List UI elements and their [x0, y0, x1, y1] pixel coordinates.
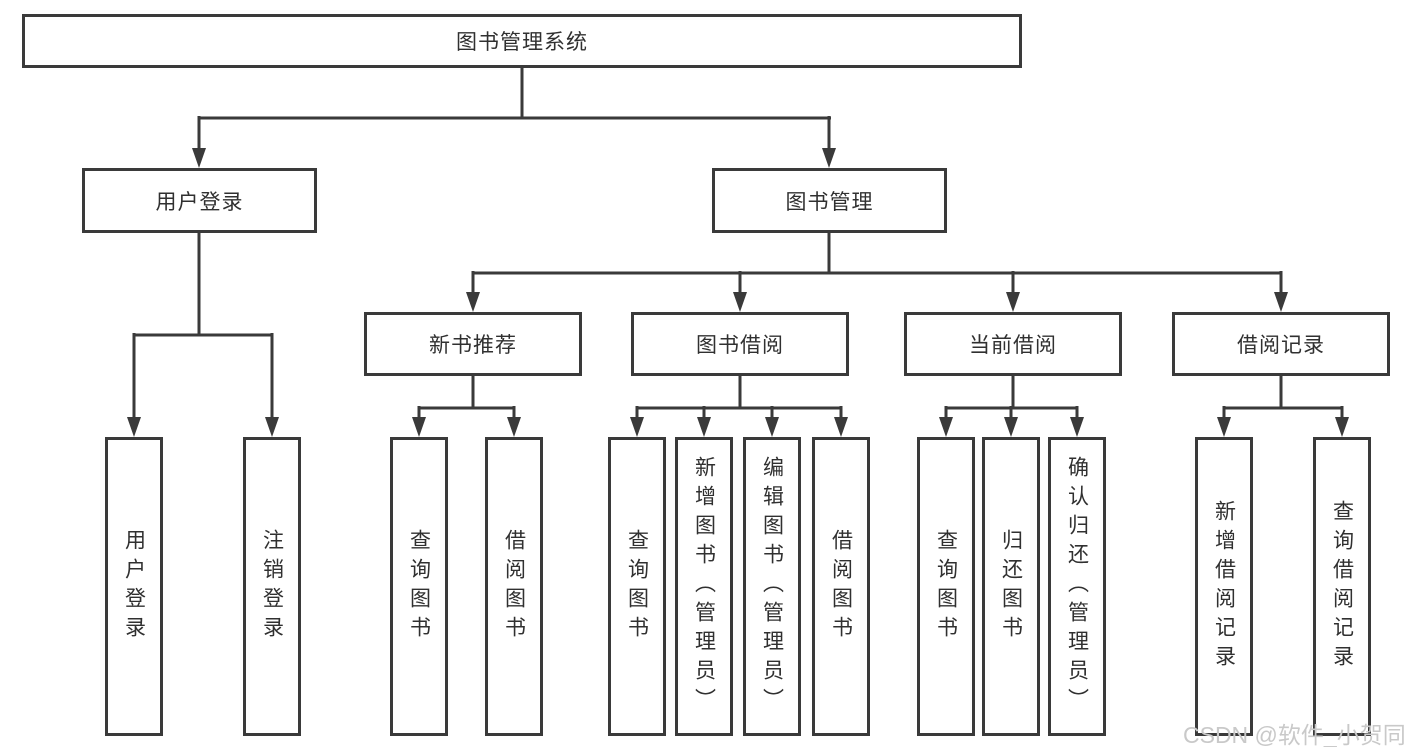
connector-current-borrowing-to-leaves: [939, 374, 1084, 437]
watermark: CSDN @软件_小贺同学: [1183, 722, 1405, 747]
leaf-borrow-books-borrowing: 借阅图书: [812, 437, 870, 736]
connector-root-to-level2: [192, 68, 836, 168]
node-user-login: 用户登录: [82, 168, 317, 233]
node-label: 图书借阅: [696, 334, 784, 357]
connector-borrowing-records-to-leaves: [1217, 374, 1349, 437]
leaf-label: 注销登录: [260, 528, 284, 645]
leaf-label: 新增图书（管理员）: [692, 456, 716, 717]
leaf-label: 新增借阅记录: [1212, 499, 1236, 674]
leaf-label: 借阅图书: [829, 528, 853, 645]
leaf-label: 查询借阅记录: [1330, 499, 1354, 674]
leaf-label: 归还图书: [999, 528, 1023, 645]
leaf-search-books-recommend: 查询图书: [390, 437, 448, 736]
leaf-logout: 注销登录: [243, 437, 301, 736]
leaf-label: 编辑图书（管理员）: [760, 456, 784, 717]
node-label: 当前借阅: [969, 334, 1057, 357]
leaf-label: 用户登录: [122, 528, 146, 645]
connector-user-login-to-leaves: [127, 231, 279, 437]
leaf-label: 查询图书: [934, 528, 958, 645]
node-label: 图书管理系统: [456, 31, 588, 54]
leaf-label: 确认归还（管理员）: [1065, 456, 1089, 717]
leaf-label: 借阅图书: [502, 528, 526, 645]
leaf-edit-books-admin: 编辑图书（管理员）: [743, 437, 801, 736]
leaf-search-borrow-record: 查询借阅记录: [1313, 437, 1371, 736]
node-book-borrowing: 图书借阅: [631, 312, 849, 376]
leaf-add-borrow-record: 新增借阅记录: [1195, 437, 1253, 736]
leaf-add-books-admin: 新增图书（管理员）: [675, 437, 733, 736]
node-label: 图书管理: [785, 190, 874, 214]
connector-new-book-recommendation-to-leaves: [412, 374, 521, 437]
leaf-search-books-borrowing: 查询图书: [608, 437, 666, 736]
leaf-confirm-return-admin: 确认归还（管理员）: [1048, 437, 1106, 736]
connector-book-borrowing-to-leaves: [630, 374, 848, 437]
node-label: 借阅记录: [1237, 334, 1325, 357]
node-new-book-recommendation: 新书推荐: [364, 312, 582, 376]
leaf-borrow-books-recommend: 借阅图书: [485, 437, 543, 736]
leaf-return-books: 归还图书: [982, 437, 1040, 736]
node-library-management-system: 图书管理系统: [22, 14, 1022, 68]
node-current-borrowing: 当前借阅: [904, 312, 1122, 376]
node-book-management: 图书管理: [712, 168, 947, 233]
leaf-search-books-current: 查询图书: [917, 437, 975, 736]
connector-book-management-to-level3: [466, 231, 1288, 312]
leaf-label: 查询图书: [407, 528, 431, 645]
leaf-label: 查询图书: [625, 528, 649, 645]
node-label: 用户登录: [155, 190, 244, 214]
node-borrowing-records: 借阅记录: [1172, 312, 1390, 376]
leaf-user-login: 用户登录: [105, 437, 163, 736]
node-label: 新书推荐: [429, 334, 517, 357]
